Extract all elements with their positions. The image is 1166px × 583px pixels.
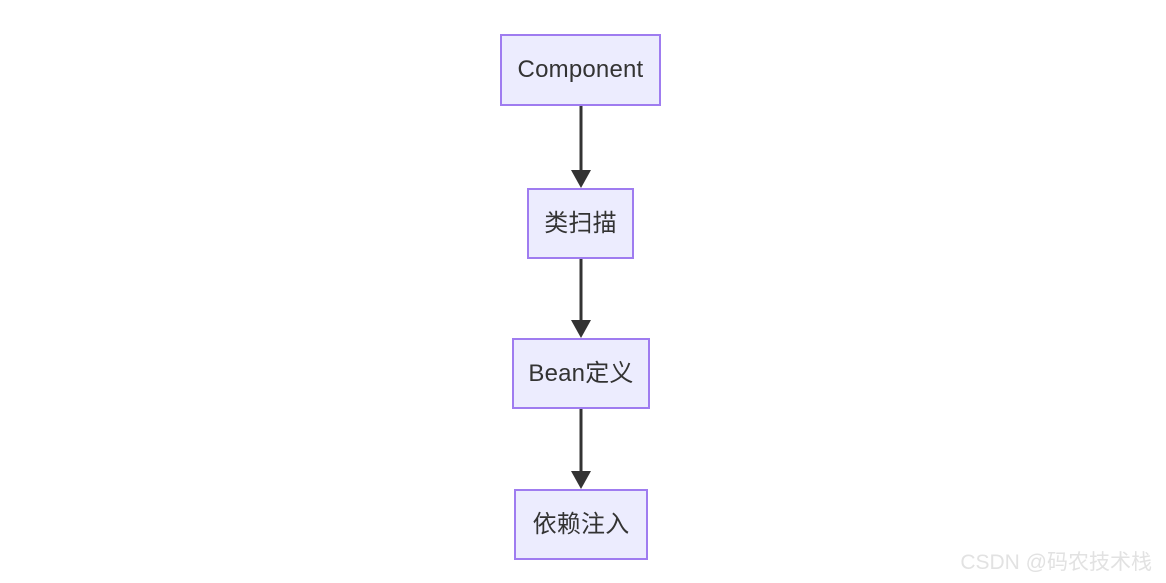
arrowhead-icon (571, 471, 591, 489)
edge-bean-definition-to-dependency-injection (571, 409, 591, 489)
flowchart-node-class-scan[interactable]: 类扫描 (527, 188, 634, 259)
flowchart-node-label: 依赖注入 (532, 510, 630, 538)
arrowhead-icon (571, 170, 591, 188)
flowchart-node-label: Bean定义 (528, 359, 634, 387)
flowchart-node-bean-definition[interactable]: Bean定义 (512, 338, 650, 409)
flowchart-node-component[interactable]: Component (500, 34, 661, 106)
flowchart-node-label: Component (517, 56, 644, 83)
flowchart-node-label: 类扫描 (544, 209, 617, 237)
edge-class-scan-to-bean-definition (571, 259, 591, 338)
edge-component-to-class-scan (571, 106, 591, 188)
arrowhead-icon (571, 320, 591, 338)
flowchart-node-dependency-injection[interactable]: 依赖注入 (514, 489, 648, 560)
watermark-text: CSDN @码农技术栈 (960, 550, 1152, 574)
